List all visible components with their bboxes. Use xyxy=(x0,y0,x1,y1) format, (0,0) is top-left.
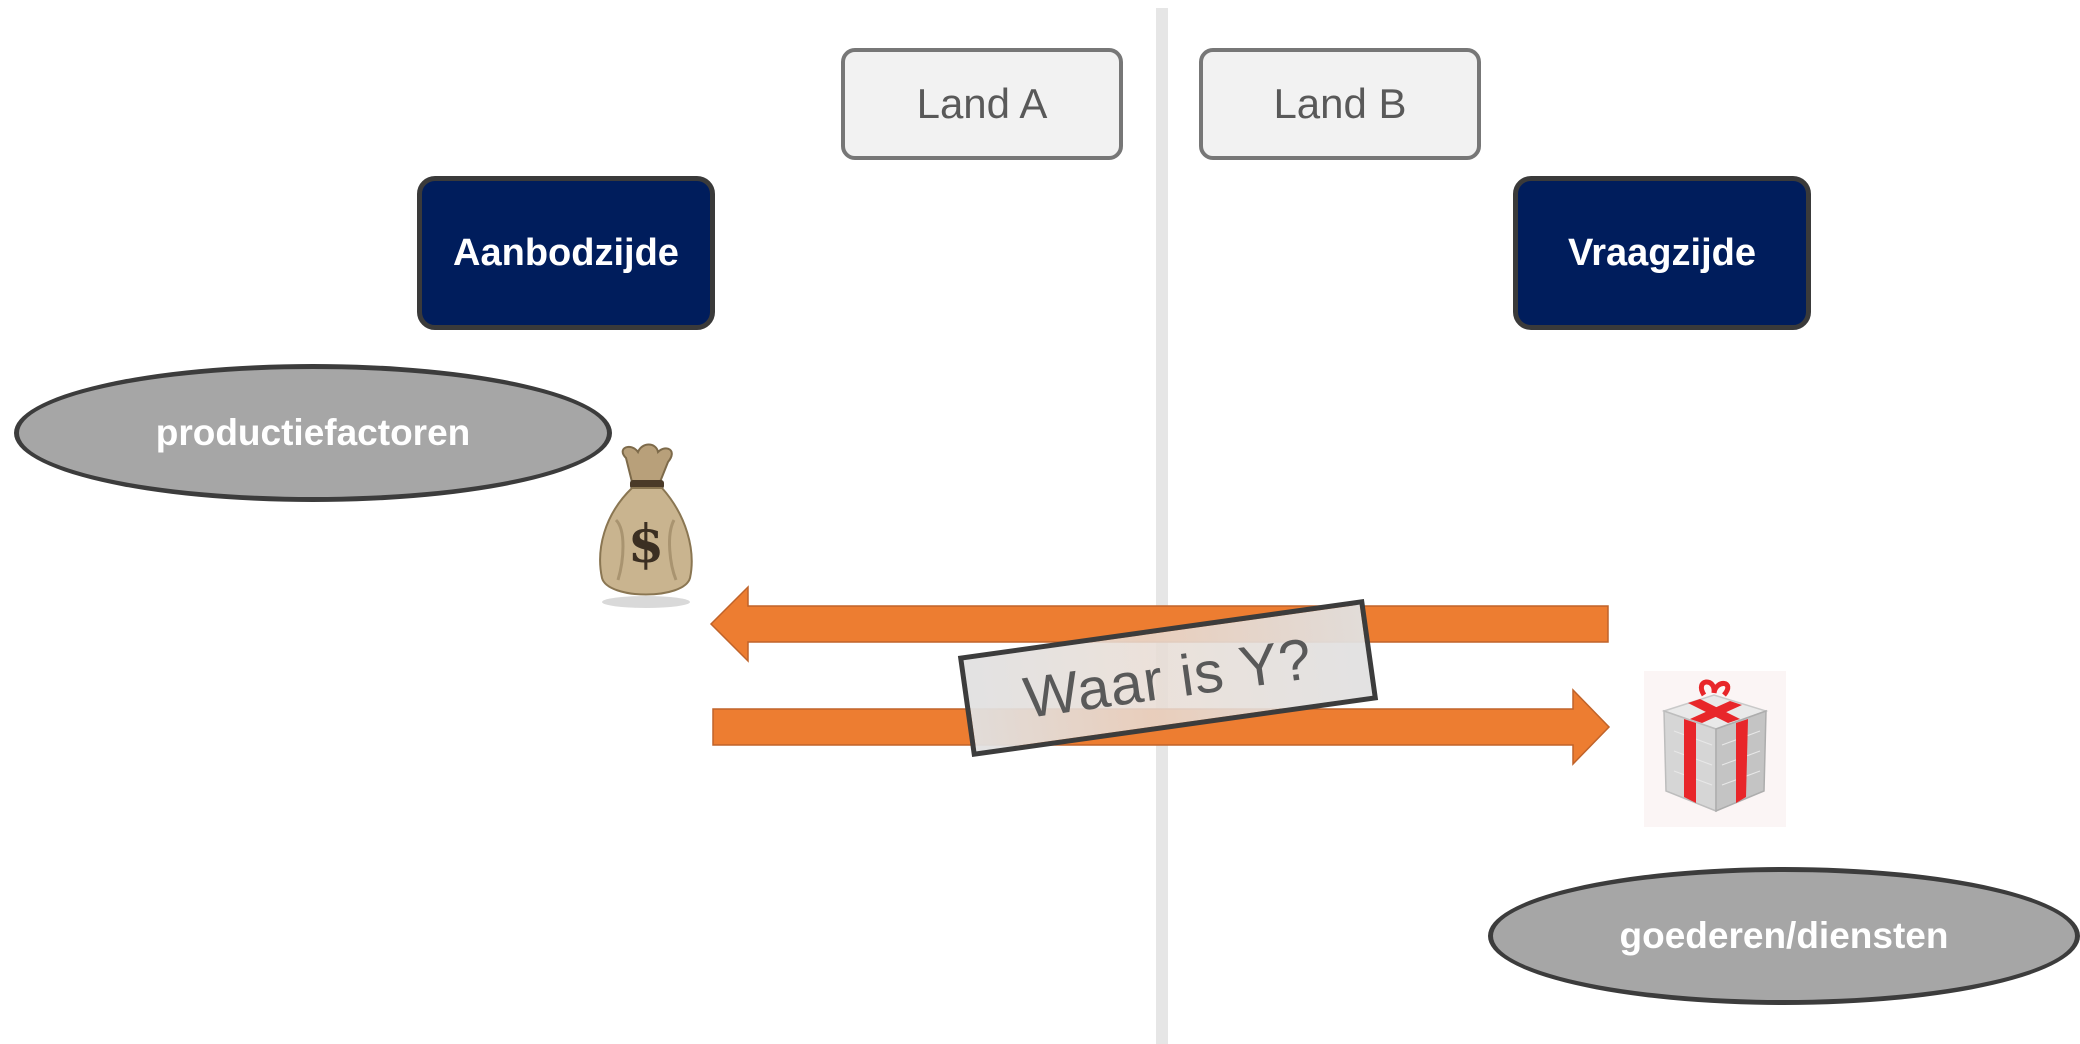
land-a-box: Land A xyxy=(841,48,1123,160)
demand-side-label: Vraagzijde xyxy=(1568,231,1756,274)
demand-side-box: Vraagzijde xyxy=(1513,176,1811,330)
gift-box-icon xyxy=(1644,671,1786,827)
land-b-box: Land B xyxy=(1199,48,1481,160)
money-flow-arrow xyxy=(709,585,1609,663)
supply-side-label: Aanbodzijde xyxy=(453,231,679,274)
land-b-label: Land B xyxy=(1273,80,1407,127)
supply-side-box: Aanbodzijde xyxy=(417,176,715,330)
svg-text:$: $ xyxy=(628,514,664,575)
country-divider xyxy=(1156,8,1168,1044)
production-factors-label: productiefactoren xyxy=(155,412,471,453)
production-factors-ellipse: productiefactoren xyxy=(14,364,612,502)
land-a-label: Land A xyxy=(916,80,1048,127)
goods-services-label: goederen/diensten xyxy=(1619,915,1949,956)
money-bag-icon: $ xyxy=(599,443,693,608)
goods-services-ellipse: goederen/diensten xyxy=(1488,867,2080,1005)
